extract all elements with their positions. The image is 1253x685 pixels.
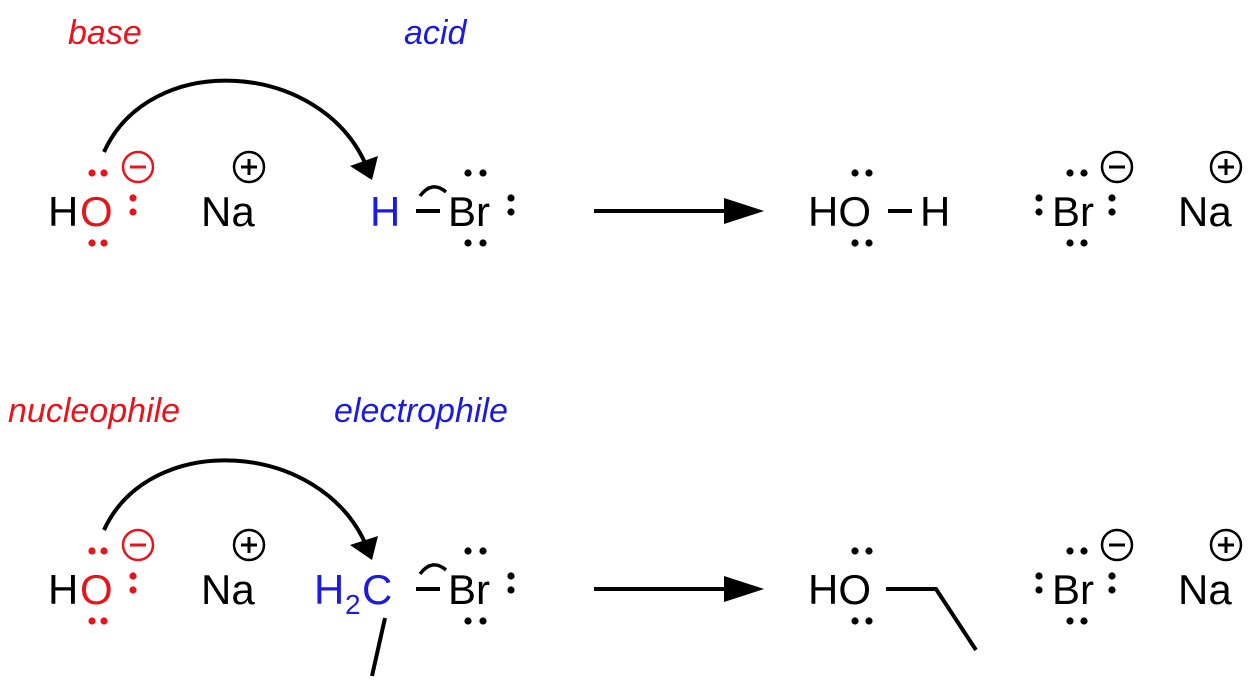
acid-h: H: [370, 188, 400, 235]
reaction-1: base acid H O Na H Br: [48, 14, 1243, 247]
positive-charge-icon: [1209, 528, 1243, 562]
hydroxide-h-2: H: [48, 566, 78, 613]
br-lone-pairs-1: [464, 169, 515, 247]
reaction-arrowhead-2: [724, 576, 764, 602]
water-ho: HO: [808, 188, 871, 235]
ethyl-chain: [886, 587, 978, 652]
nucleophile-label: nucleophile: [8, 392, 180, 430]
curved-arrow-2: [102, 458, 368, 546]
reaction-arrowhead-1: [724, 198, 764, 224]
curved-arrow-1: [102, 78, 368, 166]
negative-charge-icon: [1100, 150, 1134, 184]
negative-charge-icon: [121, 528, 155, 562]
curved-arrowhead-1: [350, 156, 378, 180]
bond-break-arrow-1: [418, 185, 448, 198]
bromide-br-1: Br: [1052, 188, 1094, 235]
negative-charge-icon: [1100, 528, 1134, 562]
electrophile-h: H: [314, 566, 344, 613]
sodium-2: Na: [201, 566, 255, 613]
alcohol-ho: HO: [808, 566, 871, 613]
acid-label: acid: [404, 14, 467, 52]
curved-arrowhead-2: [350, 536, 378, 560]
acid-br: Br: [448, 188, 490, 235]
electrophile-c: C: [362, 566, 392, 613]
sodium-product-1: Na: [1178, 188, 1232, 235]
bromide-lone-pairs-1: [1035, 169, 1116, 247]
bond-break-arrow-2: [418, 563, 448, 576]
positive-charge-icon: [232, 150, 266, 184]
electrophile-subscript: 2: [345, 589, 361, 620]
water-h: H: [920, 188, 950, 235]
negative-charge-icon: [121, 150, 155, 184]
hydroxide-o-1: O: [80, 188, 113, 235]
electrophile-br: Br: [448, 566, 490, 613]
positive-charge-icon: [1209, 150, 1243, 184]
reaction-2: nucleophile electrophile H O Na H 2 C: [8, 392, 1243, 677]
hydroxide-h-1: H: [48, 188, 78, 235]
hydroxide-o-2: O: [80, 566, 113, 613]
water-lone-pairs: [851, 169, 873, 247]
methyl-bond: [370, 617, 387, 677]
electrophile-label: electrophile: [334, 392, 508, 430]
alcohol-lone-pairs: [851, 547, 873, 625]
hydroxide-lone-pairs-2: [88, 547, 137, 625]
sodium-product-2: Na: [1178, 566, 1232, 613]
base-label: base: [68, 14, 142, 52]
hydroxide-lone-pairs-1: [88, 169, 137, 247]
sodium-1: Na: [201, 188, 255, 235]
br-lone-pairs-2: [464, 547, 515, 625]
bromide-lone-pairs-2: [1035, 547, 1116, 625]
positive-charge-icon: [232, 528, 266, 562]
bromide-br-2: Br: [1052, 566, 1094, 613]
